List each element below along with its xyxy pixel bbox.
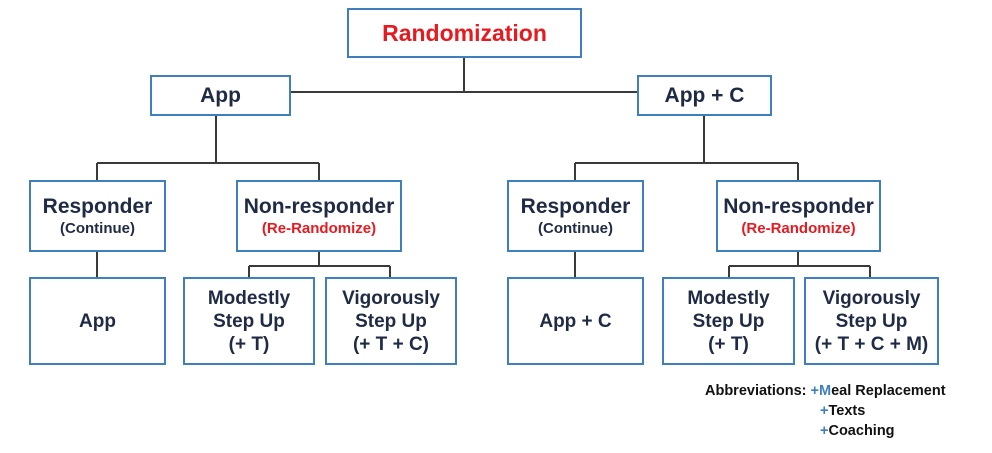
right-responder-box: Responder (Continue) xyxy=(507,180,644,252)
abbreviations-heading: Abbreviations: xyxy=(705,383,807,399)
right-responder-sub: (Continue) xyxy=(538,219,613,237)
arm-app-label: App xyxy=(200,84,241,107)
left-nonresponder-sub: (Re-Randomize) xyxy=(261,219,377,237)
abbreviation-initial: C xyxy=(828,423,839,439)
right-leaf-vigorous-line1: Vigorously xyxy=(822,287,921,309)
left-leaf-app-box: App xyxy=(29,277,166,365)
right-leaf-modest-line3: (+ T) xyxy=(708,333,749,355)
abbreviation-plus: + xyxy=(810,383,820,399)
abbreviation-plus: + xyxy=(820,403,829,419)
left-leaf-modest-box: Modestly Step Up (+ T) xyxy=(183,277,315,365)
left-nonresponder-box: Non-responder (Re-Randomize) xyxy=(236,180,402,252)
abbreviation-rest: eal Replacement xyxy=(831,383,946,399)
right-leaf-app-c-label: App + C xyxy=(539,310,612,332)
left-responder-box: Responder (Continue) xyxy=(29,180,166,252)
right-leaf-modest-line2: Step Up xyxy=(692,310,765,332)
arm-app-c-label: App + C xyxy=(664,84,745,107)
right-leaf-modest-line1: Modestly xyxy=(687,287,770,309)
left-leaf-vigorous-box: Vigorously Step Up (+ T + C) xyxy=(325,277,457,365)
randomization-box: Randomization xyxy=(347,8,582,58)
left-nonresponder-label: Non-responder xyxy=(243,194,395,218)
left-responder-sub: (Continue) xyxy=(60,219,135,237)
left-leaf-modest-line1: Modestly xyxy=(207,287,291,309)
right-leaf-modest-box: Modestly Step Up (+ T) xyxy=(662,277,795,365)
abbreviation-rest: oaching xyxy=(838,423,895,439)
left-leaf-vigorous-line2: Step Up xyxy=(355,310,427,332)
abbreviation-row-texts: +Texts xyxy=(705,401,946,421)
abbreviation-initial: M xyxy=(819,383,832,399)
left-leaf-vigorous-line3: (+ T + C) xyxy=(352,333,429,355)
right-nonresponder-box: Non-responder (Re-Randomize) xyxy=(716,180,881,252)
abbreviation-rest: exts xyxy=(836,403,866,419)
right-nonresponder-label: Non-responder xyxy=(723,194,874,218)
left-leaf-modest-line3: (+ T) xyxy=(228,333,270,355)
right-leaf-vigorous-line2: Step Up xyxy=(835,310,908,332)
right-nonresponder-sub: (Re-Randomize) xyxy=(741,219,856,237)
right-responder-label: Responder xyxy=(520,194,631,218)
abbreviation-row-coaching: +Coaching xyxy=(705,421,946,441)
left-responder-label: Responder xyxy=(42,194,153,218)
left-leaf-app-label: App xyxy=(79,310,116,332)
right-leaf-vigorous-line3: (+ T + C + M) xyxy=(814,333,929,355)
randomization-label: Randomization xyxy=(382,19,547,46)
right-leaf-app-c-box: App + C xyxy=(507,277,644,365)
arm-app-box: App xyxy=(150,75,291,116)
left-leaf-vigorous-line1: Vigorously xyxy=(342,287,440,309)
abbreviation-row-meal: Abbreviations: +Meal Replacement xyxy=(705,381,946,401)
abbreviation-plus: + xyxy=(820,423,829,439)
abbreviations-legend: Abbreviations: +Meal Replacement +Texts … xyxy=(705,381,946,441)
abbreviation-initial: T xyxy=(828,403,837,419)
arm-app-c-box: App + C xyxy=(637,75,772,116)
left-leaf-modest-line2: Step Up xyxy=(213,310,285,332)
right-leaf-vigorous-box: Vigorously Step Up (+ T + C + M) xyxy=(804,277,939,365)
